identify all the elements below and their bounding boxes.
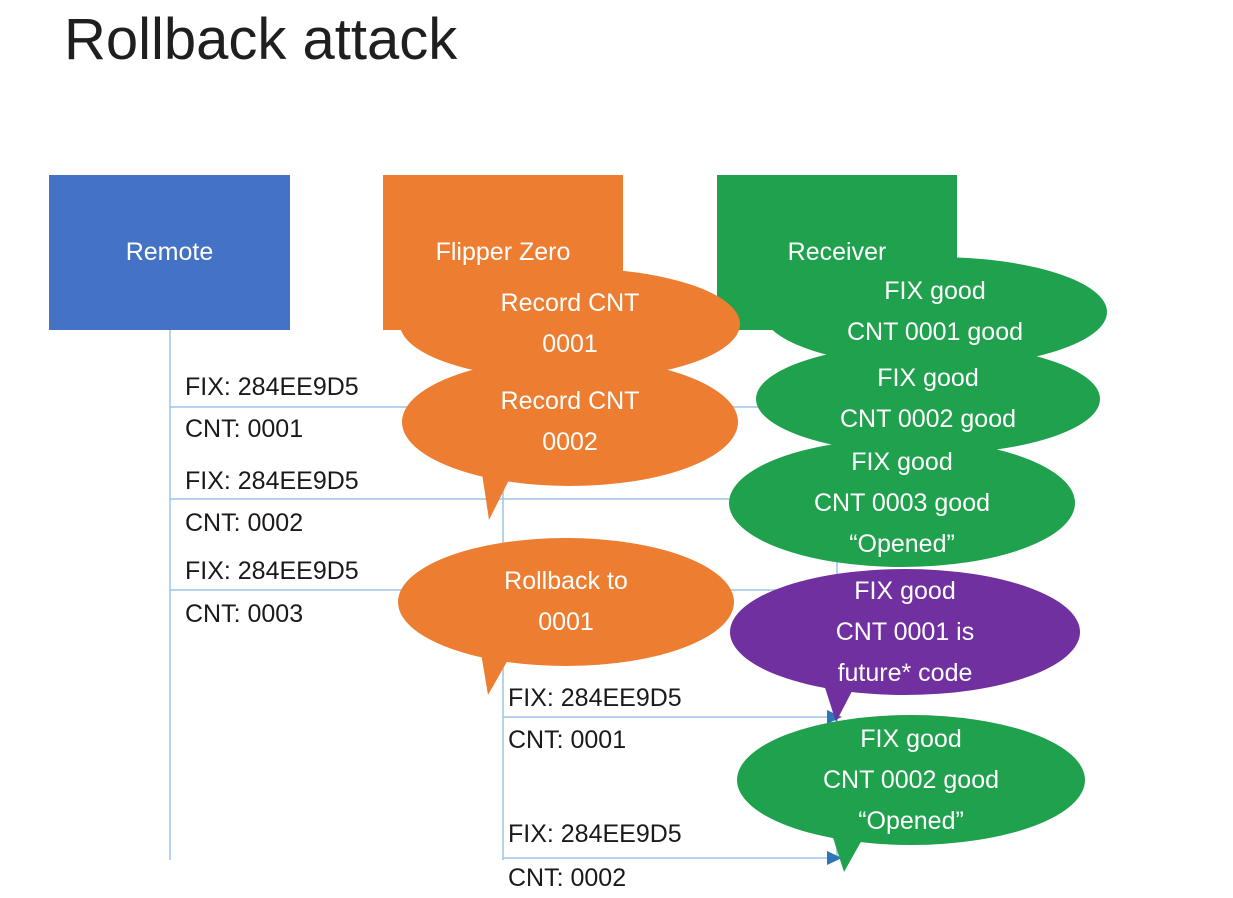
message-1-cnt-label: CNT: 0001 <box>185 415 304 443</box>
callout-line: CNT 0001 good <box>846 318 1024 346</box>
callout-line: CNT 0001 is <box>835 617 975 646</box>
callout-line: “Opened” <box>849 529 955 558</box>
callout-line: CNT 0002 good <box>822 765 1000 794</box>
message-5-cnt-label: CNT: 0002 <box>508 864 627 892</box>
callout-fix-good-cnt-0003-good-opened: FIX good CNT 0003 good “Opened” <box>729 439 1075 567</box>
callout-line: Record CNT <box>500 289 640 317</box>
callout-line: “Opened” <box>858 806 964 835</box>
message-3-cnt-label: CNT: 0003 <box>185 600 304 628</box>
callout-line: future* code <box>837 658 973 687</box>
message-3-fix-label: FIX: 284EE9D5 <box>185 557 359 585</box>
callout-line: CNT 0003 good <box>813 488 991 517</box>
page-title: Rollback attack <box>64 7 458 72</box>
callout-line: FIX good <box>854 576 956 605</box>
callout-record-cnt-0002: Record CNT 0002 <box>402 358 738 486</box>
callout-record-cnt-0001: Record CNT 0001 <box>400 268 740 380</box>
message-5-fix-label: FIX: 284EE9D5 <box>508 820 682 848</box>
actor-remote-label: Remote <box>125 238 214 266</box>
message-4-cnt-label: CNT: 0001 <box>508 726 627 754</box>
callout-line: FIX good <box>851 447 953 476</box>
message-1-fix-label: FIX: 284EE9D5 <box>185 373 359 401</box>
callout-fix-good-cnt-0002-good-opened: FIX good CNT 0002 good “Opened” <box>737 715 1085 845</box>
callout-line: 0001 <box>542 330 598 358</box>
callout-line: 0001 <box>538 608 594 636</box>
callout-line: Record CNT <box>500 387 640 415</box>
actor-flipper-label: Flipper Zero <box>435 238 571 266</box>
callout-line: FIX good <box>860 724 962 753</box>
callout-line: FIX good <box>884 277 986 305</box>
callout-line: FIX good <box>877 364 979 392</box>
message-2-fix-label: FIX: 284EE9D5 <box>185 467 359 495</box>
actor-box-remote: Remote <box>49 175 290 330</box>
callout-fix-good-cnt-0002-good: FIX good CNT 0002 good <box>756 344 1100 454</box>
callout-fix-good-cnt-0001-is-future-code: FIX good CNT 0001 is future* code <box>730 569 1080 695</box>
callout-line: Rollback to <box>504 567 628 595</box>
callout-rollback-to-0001: Rollback to 0001 <box>398 538 734 666</box>
message-4-fix-label: FIX: 284EE9D5 <box>508 684 682 712</box>
callout-line: 0002 <box>542 428 598 456</box>
callout-line: CNT 0002 good <box>839 405 1017 433</box>
message-2-cnt-label: CNT: 0002 <box>185 509 304 537</box>
